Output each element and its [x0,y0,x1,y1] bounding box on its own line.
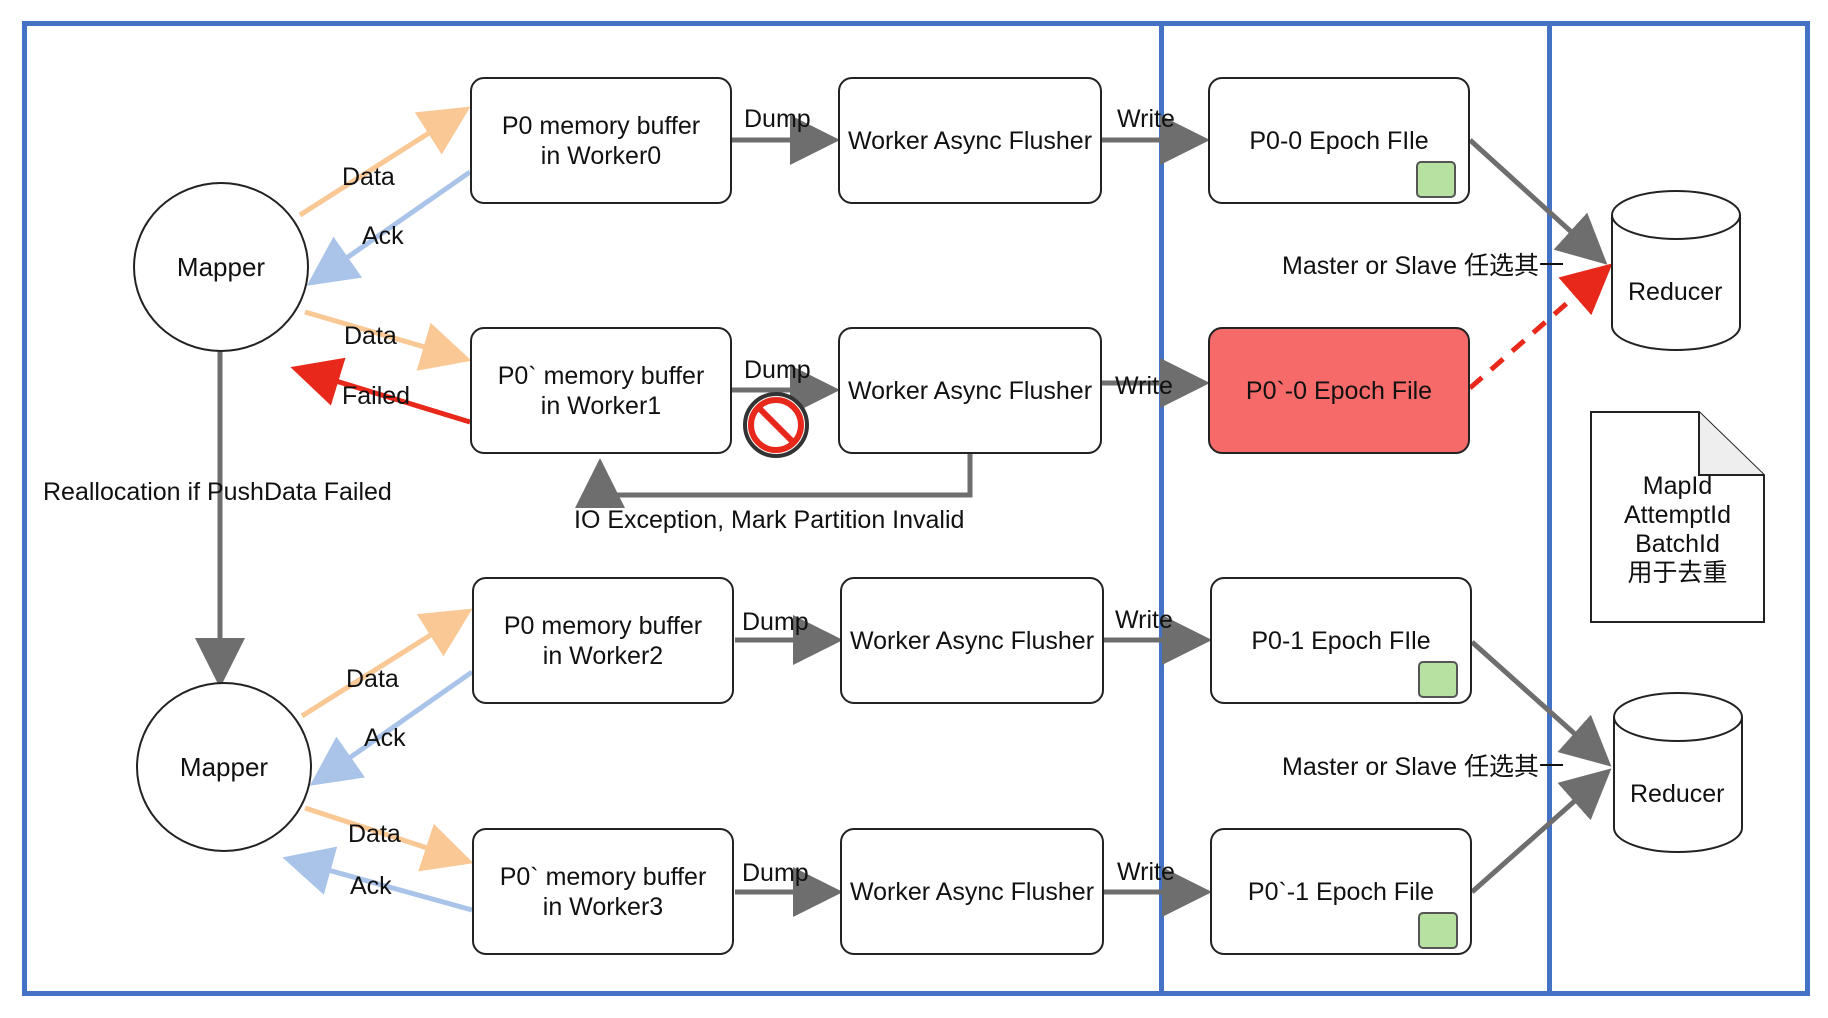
dedup-note-text: MapId AttemptId BatchId 用于去重 [1591,472,1764,588]
ack-label: Ack [362,222,404,250]
write-label: Write [1115,606,1173,634]
epoch-file-label: P0-1 Epoch FIle [1251,626,1431,655]
file-to-reducer-failed [1468,263,1613,390]
mapper-node-2: Mapper [136,682,312,852]
async-flusher-1: Worker Async Flusher [838,327,1102,454]
buffer-worker: in Worker1 [540,391,662,420]
buffer-title: P0 memory buffer [501,111,701,140]
note-dedup: 用于去重 [1627,559,1728,587]
io-exception-loop [575,452,973,508]
mapper-node-1: Mapper [133,182,309,352]
async-flusher-0: Worker Async Flusher [838,77,1102,204]
buffer-title: P0 memory buffer [503,611,703,640]
buffer-title: P0` memory buffer [499,862,707,891]
data-label: Data [348,820,401,848]
dump-label: Dump [744,105,811,133]
write-label: Write [1115,372,1173,400]
ack-arrow-w2 [309,669,474,786]
mapper-label: Mapper [176,251,266,282]
epoch-file-p0prime-1: P0`-1 Epoch File [1210,828,1472,955]
epoch-file-label: P0-0 Epoch FIle [1249,126,1429,155]
data-arrow-w3 [304,805,474,872]
write-label: Write [1117,858,1175,886]
failed-label: Failed [342,382,411,410]
green-square-icon [1418,661,1458,698]
green-square-icon [1416,161,1456,198]
buffer-worker: in Worker3 [542,892,664,921]
dedup-note-document [1590,411,1765,623]
reducer-label: Reducer [1628,278,1723,306]
reducer-label: Reducer [1630,780,1725,808]
epoch-file-p0-0: P0-0 Epoch FIle [1208,77,1470,204]
dump-label: Dump [742,859,809,887]
epoch-file-label: P0`-0 Epoch File [1245,376,1433,405]
buffer-worker: in Worker2 [542,641,664,670]
prohibited-icon [743,392,809,458]
ack-label: Ack [350,872,392,900]
data-label: Data [346,665,399,693]
green-square-icon [1418,912,1458,949]
buffer-worker: in Worker0 [540,141,662,170]
epoch-file-label: P0`-1 Epoch File [1247,877,1435,906]
dump-label: Dump [742,608,809,636]
reducer-cylinder-bottom [1613,692,1743,853]
io-exception-label: IO Exception, Mark Partition Invalid [574,506,965,534]
data-arrow-w1 [304,309,472,371]
data-arrow-w0 [298,106,471,218]
buffer-title: P0` memory buffer [497,361,705,390]
data-label: Data [342,163,395,191]
flusher-label: Worker Async Flusher [847,126,1093,155]
epoch-file-p0prime-0: P0`-0 Epoch File [1208,327,1470,454]
ack-arrow-w3 [282,846,473,913]
mapper-label: Mapper [179,751,269,782]
async-flusher-2: Worker Async Flusher [840,577,1104,704]
note-mapid: MapId [1642,472,1713,500]
failed-arrow-w1 [290,357,471,425]
reallocation-label: Reallocation if PushData Failed [43,478,392,506]
async-flusher-3: Worker Async Flusher [840,828,1104,955]
flusher-label: Worker Async Flusher [849,626,1095,655]
dump-label: Dump [744,356,811,384]
reducer-region-panel [1547,21,1810,996]
master-slave-label: Master or Slave 任选其一 [1282,753,1565,781]
file-to-reducer-2 [1470,640,1612,767]
reducer-cylinder-top [1611,190,1741,351]
file-to-reducer-3 [1470,768,1612,894]
flusher-label: Worker Async Flusher [847,376,1093,405]
file-to-reducer-0 [1468,138,1608,265]
note-batchid: BatchId [1635,530,1720,558]
epoch-file-p0-1: P0-1 Epoch FIle [1210,577,1472,704]
data-label: Data [344,322,397,350]
ack-arrow-w0 [306,169,472,286]
write-label: Write [1117,105,1175,133]
ack-label: Ack [364,724,406,752]
flusher-label: Worker Async Flusher [849,877,1095,906]
master-slave-label: Master or Slave 任选其一 [1282,252,1565,280]
note-attemptid: AttemptId [1624,501,1731,529]
data-arrow-w2 [300,608,473,719]
